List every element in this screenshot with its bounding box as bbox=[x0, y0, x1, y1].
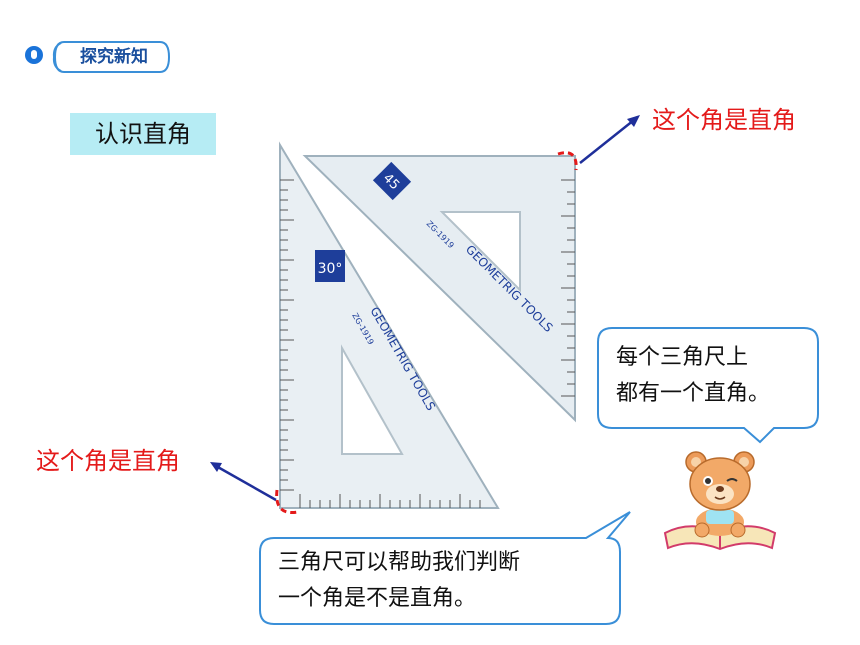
triangle-rulers-illustration: 30° GEOMETRIG TOOLS ZG-1919 45 GEOMETRIG… bbox=[275, 141, 578, 515]
right-angle-marker-bottom bbox=[275, 489, 299, 515]
bubble-bottom-line-2: 一个角是不是直角。 bbox=[278, 586, 477, 611]
right-angle-marker-top bbox=[557, 151, 578, 171]
speech-bubble-bottom-text: 三角尺可以帮助我们判断 一个角是不是直角。 bbox=[278, 545, 598, 617]
section-title: 认识直角 bbox=[70, 113, 216, 155]
bubble-bottom-line-1: 三角尺可以帮助我们判断 bbox=[278, 550, 521, 575]
header-bullet-icon bbox=[25, 46, 43, 64]
bubble-bear-line-1: 每个三角尺上 bbox=[616, 345, 749, 370]
speech-bubble-bottom bbox=[259, 511, 631, 625]
speech-bubble-bear-text: 每个三角尺上 都有一个直角。 bbox=[616, 340, 816, 412]
header-tag: 探究新知 bbox=[50, 39, 170, 75]
header-tag-text: 探究新知 bbox=[80, 47, 148, 67]
bubble-bear-line-2: 都有一个直角。 bbox=[616, 381, 771, 406]
caption-bottom-left: 这个角是直角 bbox=[36, 447, 180, 475]
set-square-45-icon: 45 GEOMETRIG TOOLS ZG-1919 bbox=[302, 155, 576, 423]
bear-reading-icon bbox=[663, 451, 777, 551]
speech-bubble-bear bbox=[597, 327, 819, 444]
caption-top-right: 这个角是直角 bbox=[652, 106, 796, 134]
svg-text:30°: 30° bbox=[318, 261, 343, 277]
set-square-30-icon: 30° GEOMETRIG TOOLS ZG-1919 bbox=[279, 141, 500, 509]
